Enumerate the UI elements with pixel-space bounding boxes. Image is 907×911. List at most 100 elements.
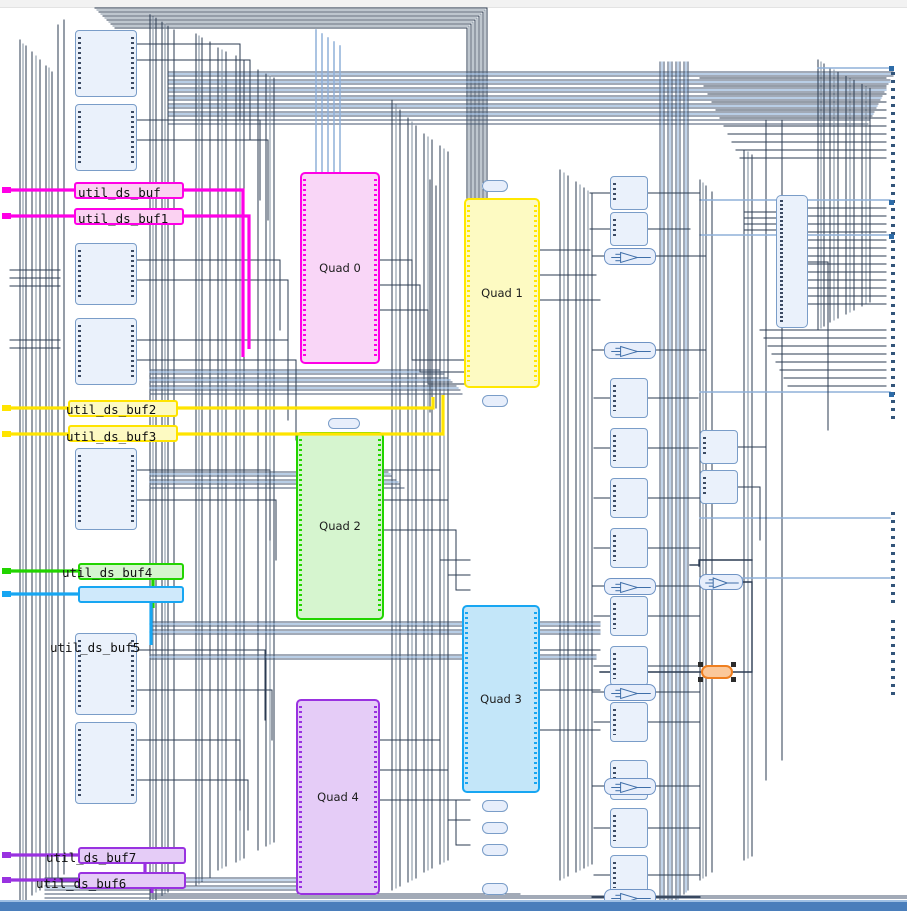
instance-block[interactable] (610, 528, 648, 568)
selection-handle[interactable] (731, 662, 736, 667)
edge-port[interactable] (891, 416, 895, 419)
instance-block[interactable] (610, 596, 648, 636)
instance-block[interactable] (610, 428, 648, 468)
edge-port[interactable] (891, 136, 895, 139)
instance-block[interactable] (610, 808, 648, 848)
edge-port[interactable] (891, 628, 895, 631)
edge-port[interactable] (891, 88, 895, 91)
edge-port[interactable] (891, 272, 895, 275)
selection-handle[interactable] (731, 677, 736, 682)
buffer-gate-icon[interactable] (604, 578, 656, 595)
edge-port[interactable] (891, 536, 895, 539)
instance-block[interactable] (700, 470, 738, 504)
edge-port[interactable] (891, 176, 895, 179)
quad-block-1[interactable]: Quad 1 (464, 198, 540, 388)
instance-block[interactable] (75, 243, 137, 305)
edge-port[interactable] (891, 224, 895, 227)
edge-port[interactable] (891, 376, 895, 379)
instance-block[interactable] (610, 702, 648, 742)
buffer-chip[interactable] (68, 425, 178, 442)
net-pill[interactable] (482, 180, 508, 192)
edge-port[interactable] (891, 80, 895, 83)
edge-port[interactable] (891, 216, 895, 219)
edge-port[interactable] (891, 692, 895, 695)
edge-port[interactable] (891, 112, 895, 115)
edge-port[interactable] (891, 544, 895, 547)
edge-port[interactable] (891, 304, 895, 307)
edge-port[interactable] (891, 312, 895, 315)
net-pill[interactable] (328, 418, 360, 429)
edge-port[interactable] (891, 232, 895, 235)
edge-port[interactable] (891, 644, 895, 647)
edge-port[interactable] (891, 160, 895, 163)
edge-port[interactable] (891, 560, 895, 563)
net-pill[interactable] (482, 883, 508, 895)
edge-port[interactable] (891, 528, 895, 531)
net-pill[interactable] (482, 395, 508, 407)
instance-block[interactable] (610, 378, 648, 418)
tall-instance-block[interactable] (776, 195, 808, 328)
instance-block[interactable] (75, 633, 137, 715)
selection-handle[interactable] (698, 662, 703, 667)
quad-block-3[interactable]: Quad 3 (462, 605, 540, 793)
edge-port[interactable] (891, 152, 895, 155)
edge-port[interactable] (891, 520, 895, 523)
edge-port[interactable] (891, 668, 895, 671)
instance-block[interactable] (610, 176, 648, 210)
edge-port[interactable] (891, 352, 895, 355)
edge-port[interactable] (891, 184, 895, 187)
edge-port[interactable] (891, 72, 895, 75)
instance-block[interactable] (75, 722, 137, 804)
edge-port[interactable] (891, 384, 895, 387)
edge-port[interactable] (891, 320, 895, 323)
edge-port[interactable] (891, 144, 895, 147)
quad-block-2[interactable]: Quad 2 (296, 432, 384, 620)
edge-port[interactable] (891, 684, 895, 687)
buffer-gate-icon[interactable] (604, 248, 656, 265)
buffer-chip[interactable] (78, 563, 184, 580)
buffer-chip[interactable] (78, 847, 186, 864)
edge-port[interactable] (891, 208, 895, 211)
edge-port[interactable] (891, 592, 895, 595)
edge-port[interactable] (891, 652, 895, 655)
edge-port-accent[interactable] (889, 200, 894, 205)
buffer-gate-icon[interactable] (604, 342, 656, 359)
edge-port[interactable] (891, 328, 895, 331)
edge-port[interactable] (891, 256, 895, 259)
quad-block-4[interactable]: Quad 4 (296, 699, 380, 895)
edge-port[interactable] (891, 568, 895, 571)
edge-port[interactable] (891, 104, 895, 107)
selected-element[interactable] (701, 665, 733, 679)
buffer-chip[interactable] (78, 872, 186, 889)
edge-port[interactable] (891, 288, 895, 291)
edge-port[interactable] (891, 576, 895, 579)
edge-port[interactable] (891, 408, 895, 411)
edge-port[interactable] (891, 128, 895, 131)
edge-port[interactable] (891, 584, 895, 587)
edge-port[interactable] (891, 552, 895, 555)
edge-port[interactable] (891, 676, 895, 679)
edge-port[interactable] (891, 512, 895, 515)
net-pill[interactable] (482, 800, 508, 812)
edge-port[interactable] (891, 344, 895, 347)
instance-block[interactable] (75, 448, 137, 530)
instance-block[interactable] (700, 430, 738, 464)
net-pill[interactable] (482, 844, 508, 856)
buffer-gate-icon[interactable] (604, 778, 656, 795)
edge-port[interactable] (891, 120, 895, 123)
edge-port-accent[interactable] (889, 392, 894, 397)
edge-port[interactable] (891, 368, 895, 371)
buffer-gate-icon[interactable] (604, 684, 656, 701)
edge-port[interactable] (891, 264, 895, 267)
edge-port[interactable] (891, 660, 895, 663)
edge-port[interactable] (891, 296, 895, 299)
instance-block[interactable] (75, 104, 137, 171)
horizontal-scrollbar[interactable] (0, 902, 907, 911)
edge-port[interactable] (891, 248, 895, 251)
buffer-chip[interactable] (78, 586, 184, 603)
buffer-gate-icon[interactable] (699, 574, 743, 590)
edge-port-accent[interactable] (889, 66, 894, 71)
edge-port[interactable] (891, 168, 895, 171)
edge-port[interactable] (891, 192, 895, 195)
instance-block[interactable] (610, 478, 648, 518)
